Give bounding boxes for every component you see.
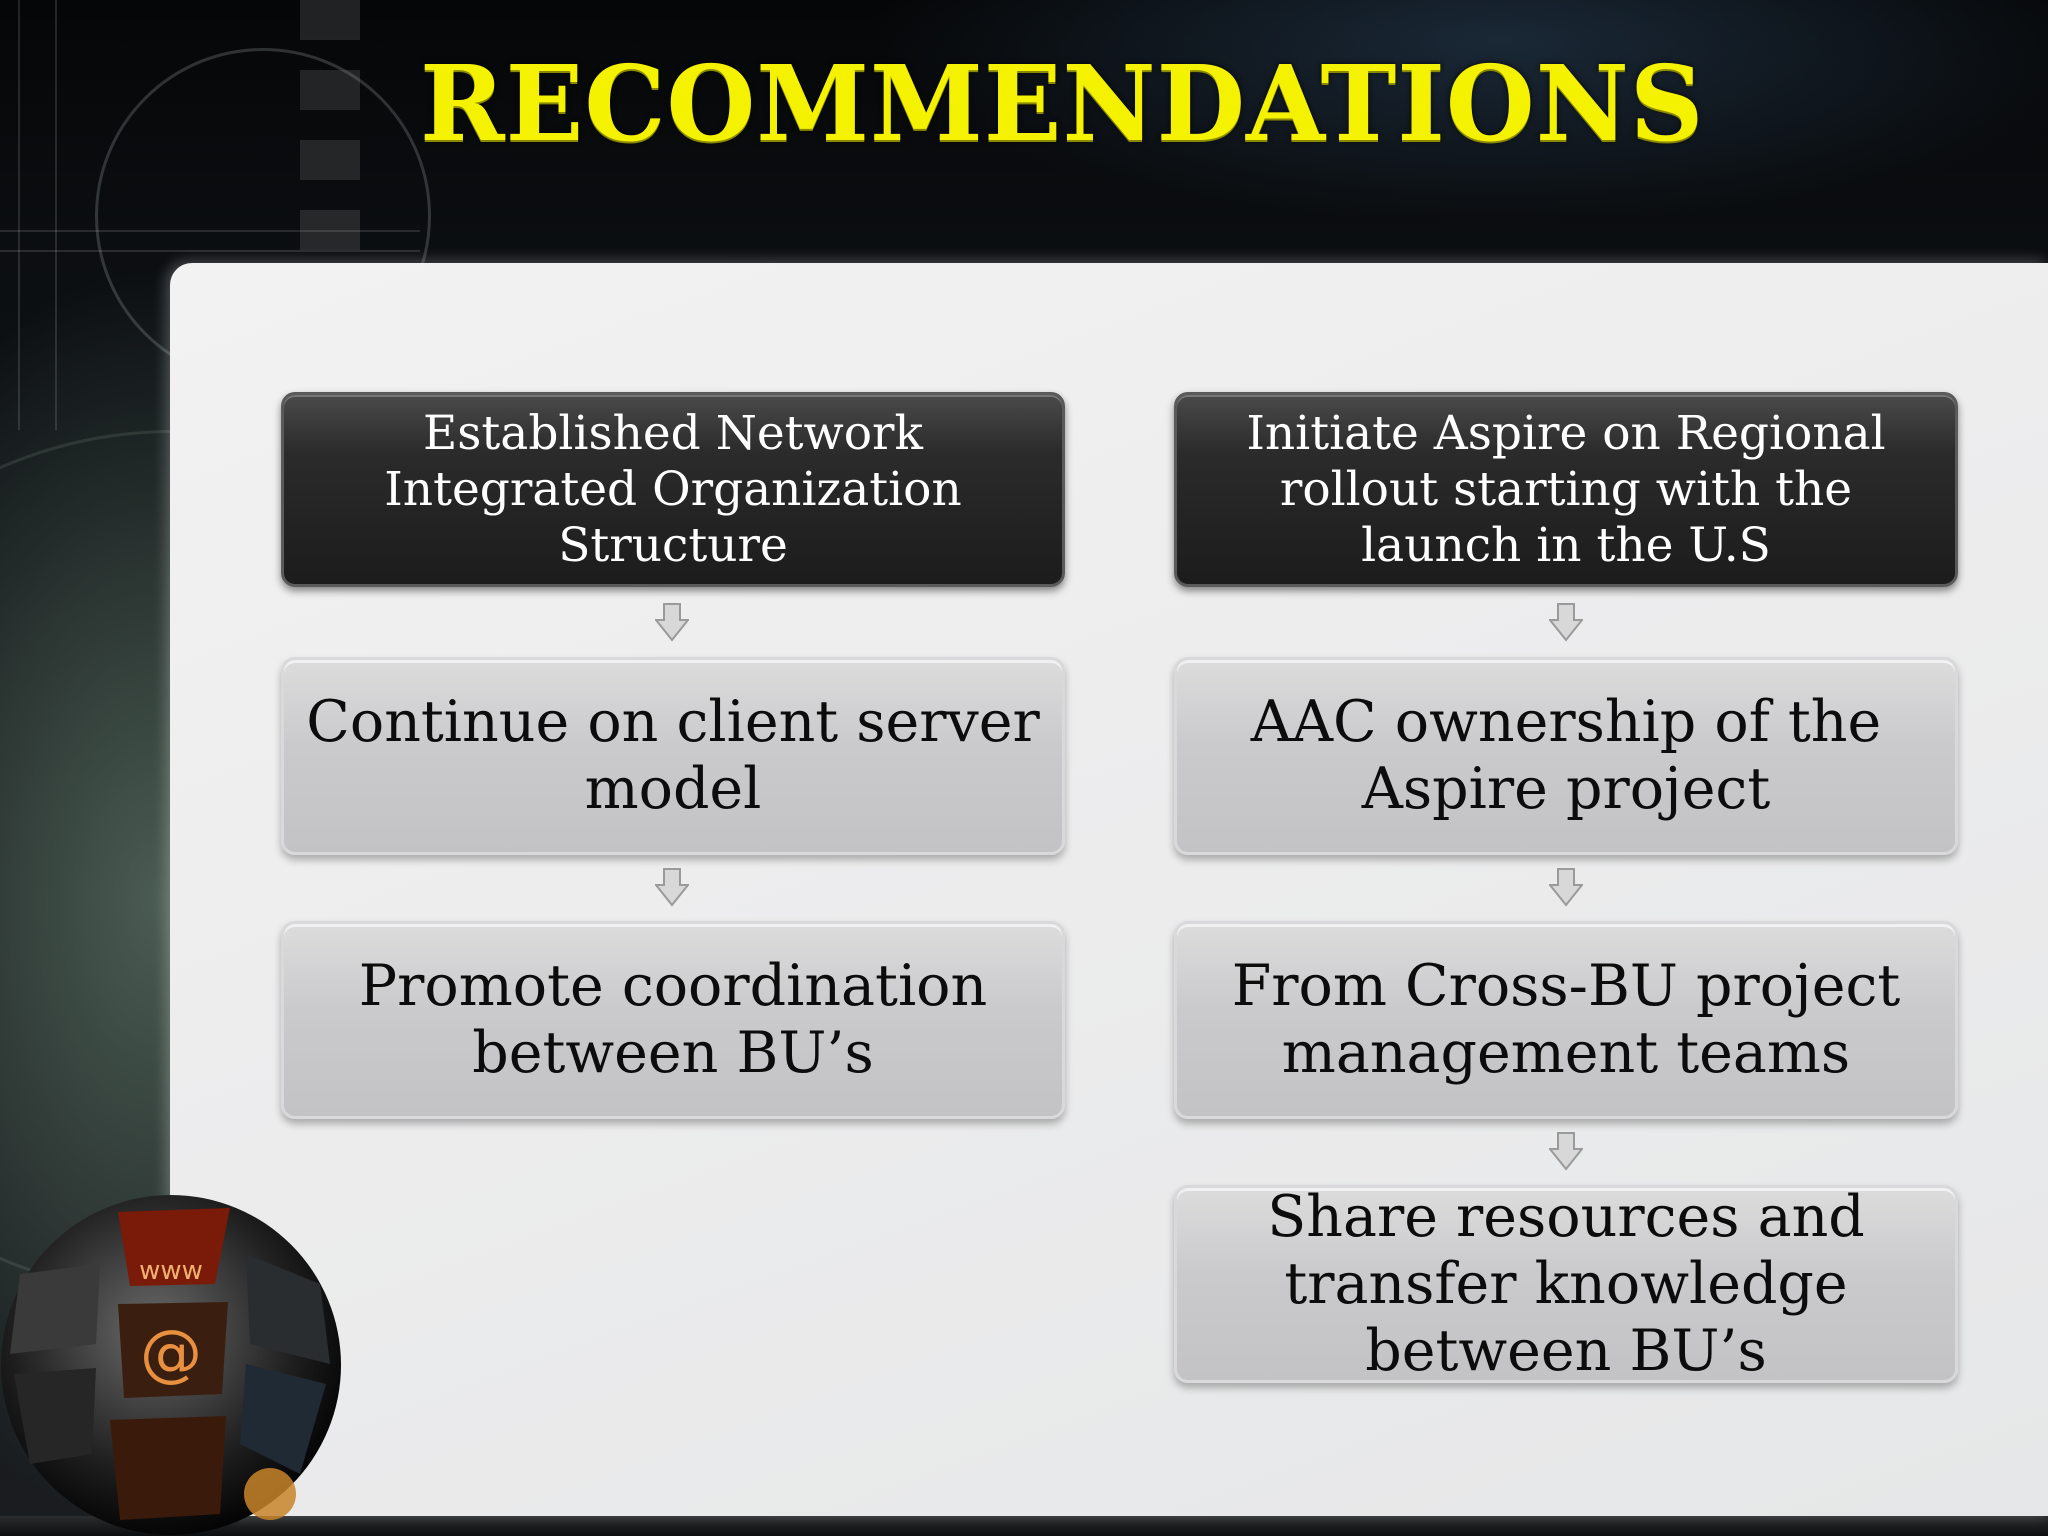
- down-arrow-icon: [1549, 603, 1583, 642]
- down-arrow-icon: [655, 868, 689, 907]
- right-item-box: AAC ownership of the Aspire project: [1174, 657, 1958, 855]
- left-header-text: Established Network Integrated Organizat…: [384, 405, 962, 573]
- down-arrow-icon: [1549, 1132, 1583, 1171]
- left-item-text: Continue on client server model: [306, 689, 1040, 822]
- right-header-text: Initiate Aspire on Regional rollout star…: [1246, 405, 1886, 573]
- bottom-bar: [0, 1516, 2048, 1536]
- down-arrow-icon: [1549, 868, 1583, 907]
- background-line: [0, 230, 420, 232]
- left-item-box: Promote coordination between BU’s: [281, 921, 1065, 1119]
- right-header-box: Initiate Aspire on Regional rollout star…: [1174, 392, 1958, 587]
- background-line: [55, 0, 57, 430]
- globe-at-label: @: [140, 1316, 202, 1389]
- right-item-text: From Cross-BU project management teams: [1231, 953, 1901, 1086]
- right-item-box: From Cross-BU project management teams: [1174, 921, 1958, 1119]
- background-line: [18, 0, 20, 430]
- right-item-box: Share resources and transfer knowledge b…: [1174, 1183, 1958, 1384]
- left-item-box: Continue on client server model: [281, 657, 1065, 855]
- down-arrow-icon: [655, 603, 689, 642]
- slide-title-reflection: RECOMMENDATIONS: [420, 78, 1704, 140]
- left-item-text: Promote coordination between BU’s: [358, 953, 988, 1086]
- media-globe-image: www @: [1, 1195, 341, 1535]
- globe-www-label: www: [139, 1256, 203, 1286]
- right-item-text: AAC ownership of the Aspire project: [1250, 689, 1882, 822]
- left-header-box: Established Network Integrated Organizat…: [281, 392, 1065, 587]
- background-line: [0, 250, 420, 252]
- right-item-text: Share resources and transfer knowledge b…: [1267, 1183, 1865, 1384]
- slide-title: RECOMMENDATIONS: [420, 42, 1705, 165]
